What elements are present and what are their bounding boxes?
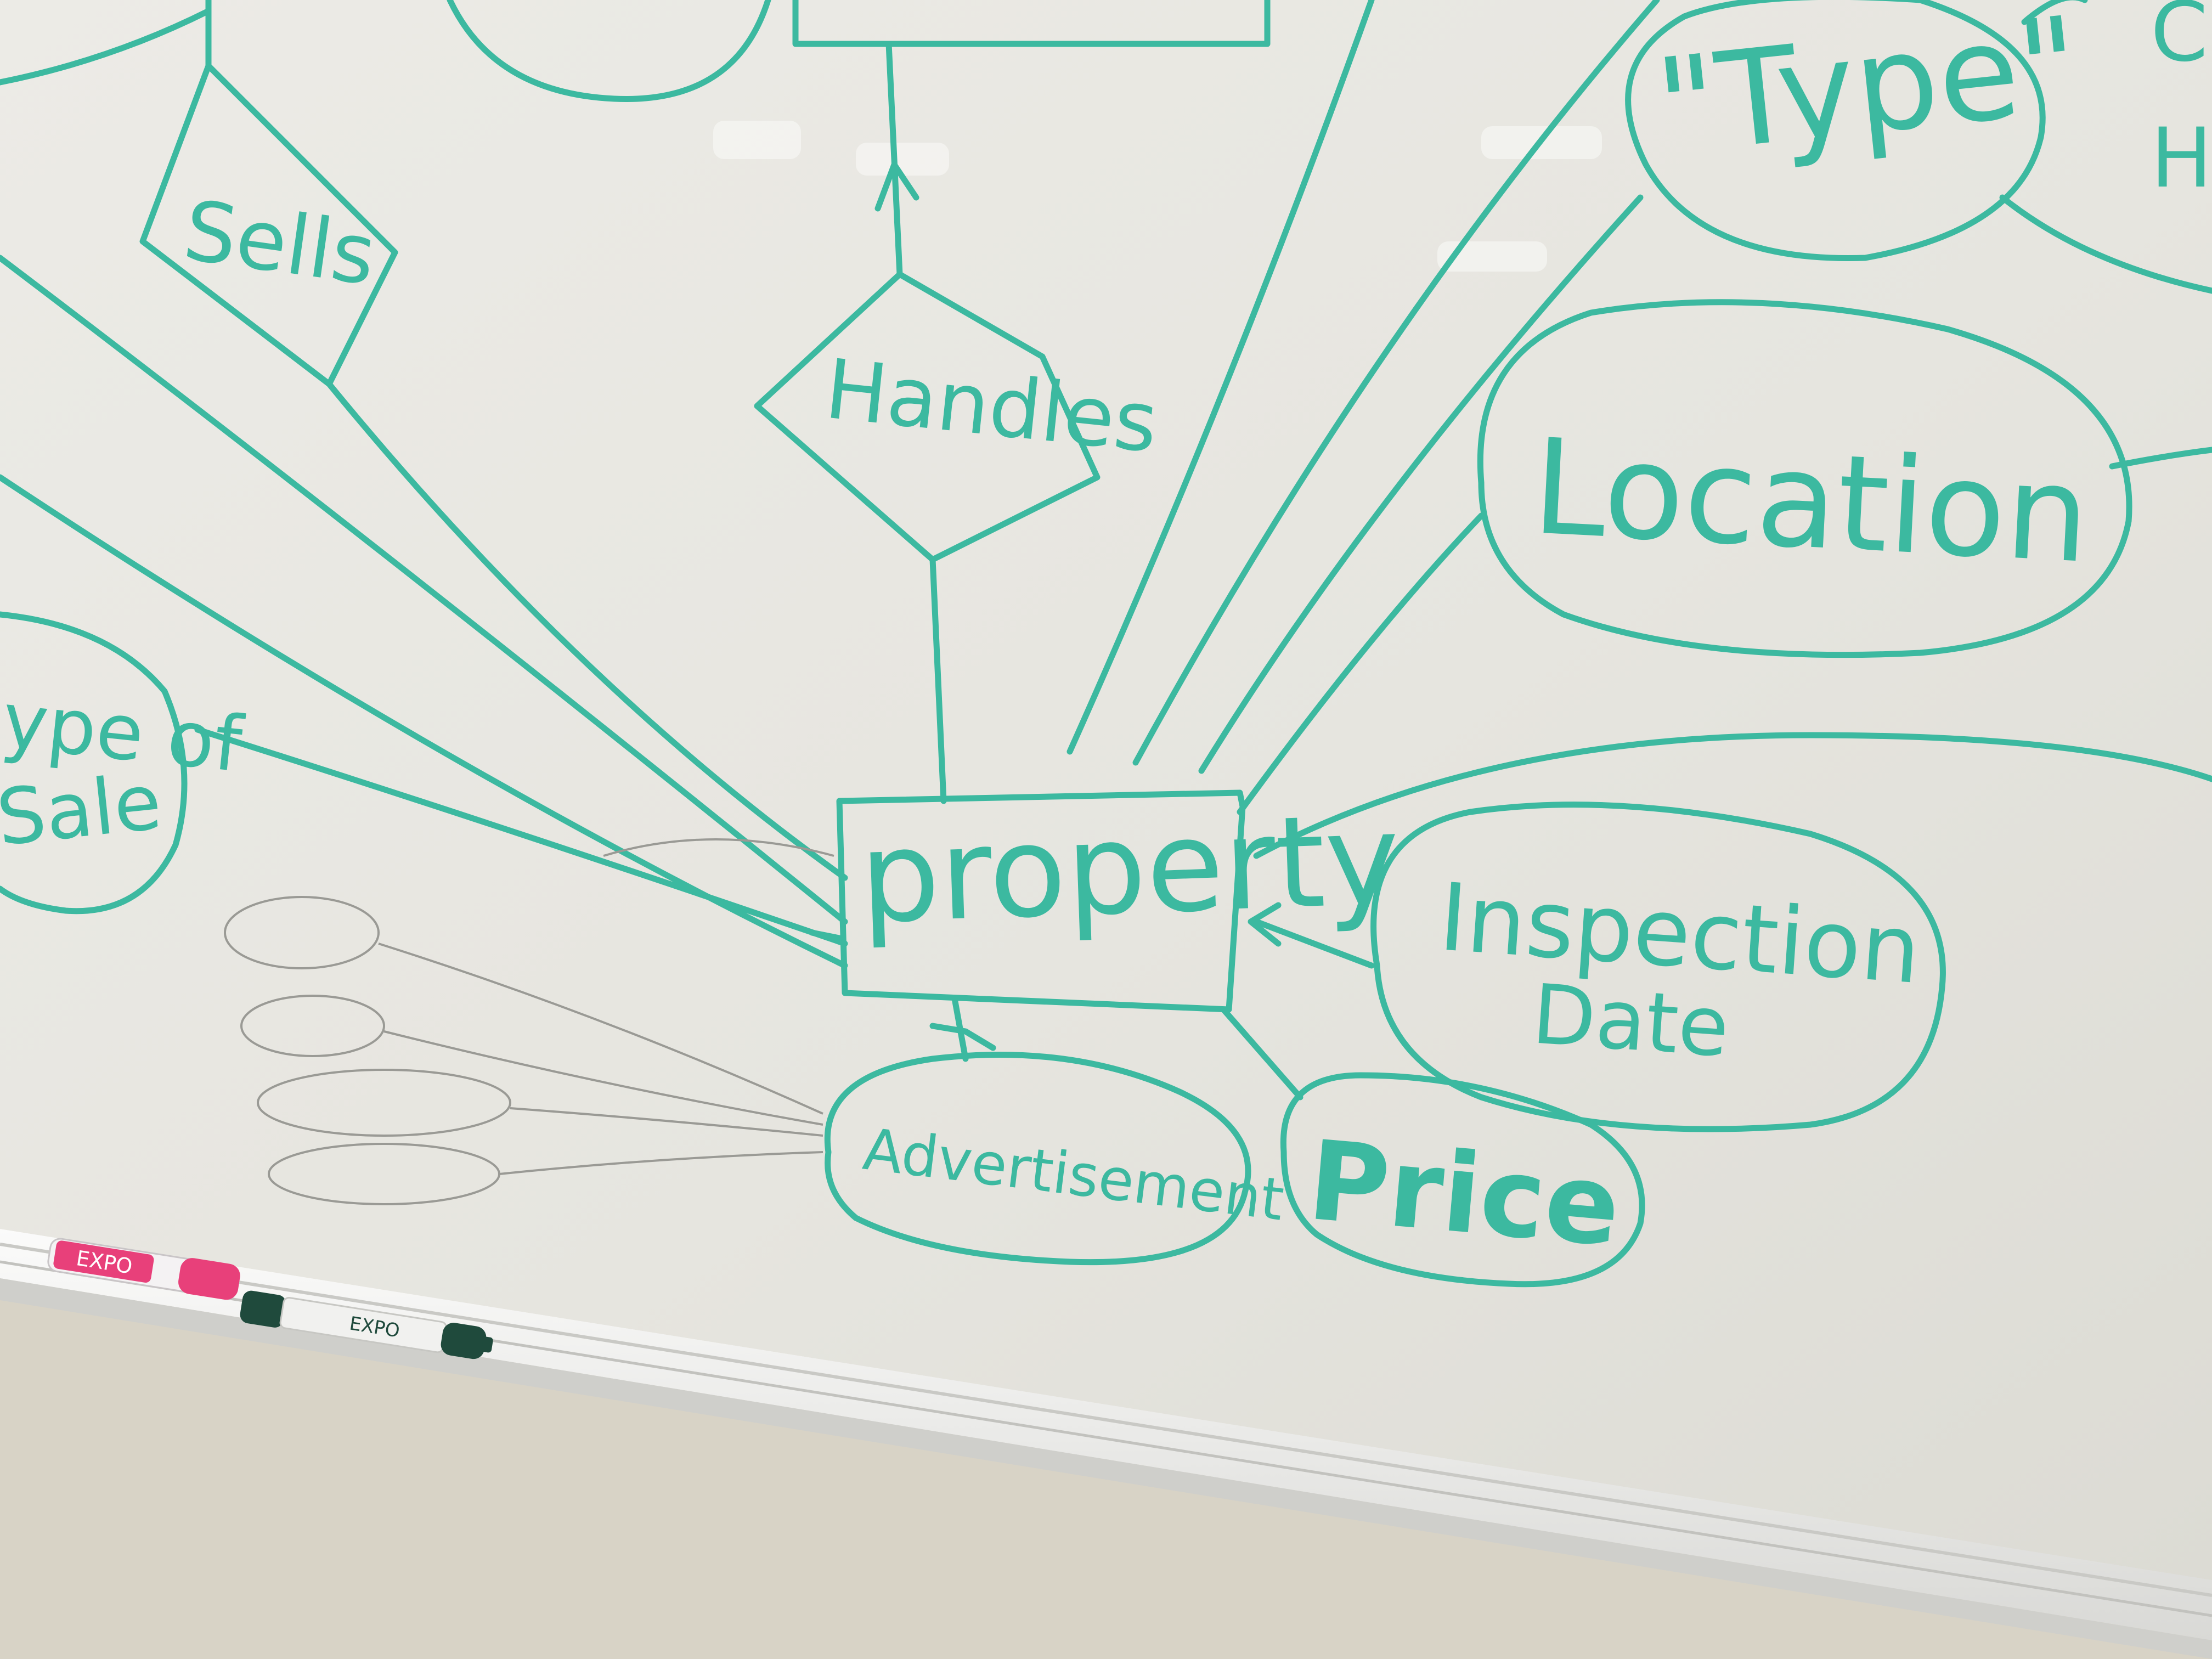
advertisement-ellipse [824, 1052, 1251, 1266]
price-ellipse [1280, 1072, 1645, 1288]
inspection-label-line2: Date [1529, 967, 1732, 1076]
partial-shape-top-left [0, 8, 212, 86]
er-diagram [0, 0, 2212, 1288]
type-of-sale-label-line2: Sale [0, 757, 166, 863]
green-marker[interactable]: EXPO [239, 1289, 495, 1362]
pink-marker[interactable]: EXPO [47, 1235, 242, 1301]
property-entity-box [836, 789, 1246, 1013]
partial-right-mid-label: H [2151, 111, 2212, 206]
inspection-date-ellipse [1370, 802, 1946, 1132]
location-ellipse [1477, 299, 2132, 658]
handles-diamond [754, 271, 1101, 563]
partial-entity-top [792, 0, 1271, 47]
light-reflections [713, 121, 1602, 272]
pencil-attributes [224, 838, 834, 1205]
partial-ellipse-top [447, 0, 771, 102]
property-label: property [857, 787, 1402, 952]
type-ellipse [1625, 0, 2046, 262]
location-label: Location [1529, 410, 2093, 592]
er-diagram-labels: Sells Handles property Location "Type" C… [0, 0, 2212, 1271]
whiteboard-surface [0, 0, 2212, 1580]
price-label: Price [1304, 1117, 1625, 1272]
partial-right-top-label: C [2151, 0, 2208, 80]
type-of-sale-ellipse [0, 611, 188, 915]
